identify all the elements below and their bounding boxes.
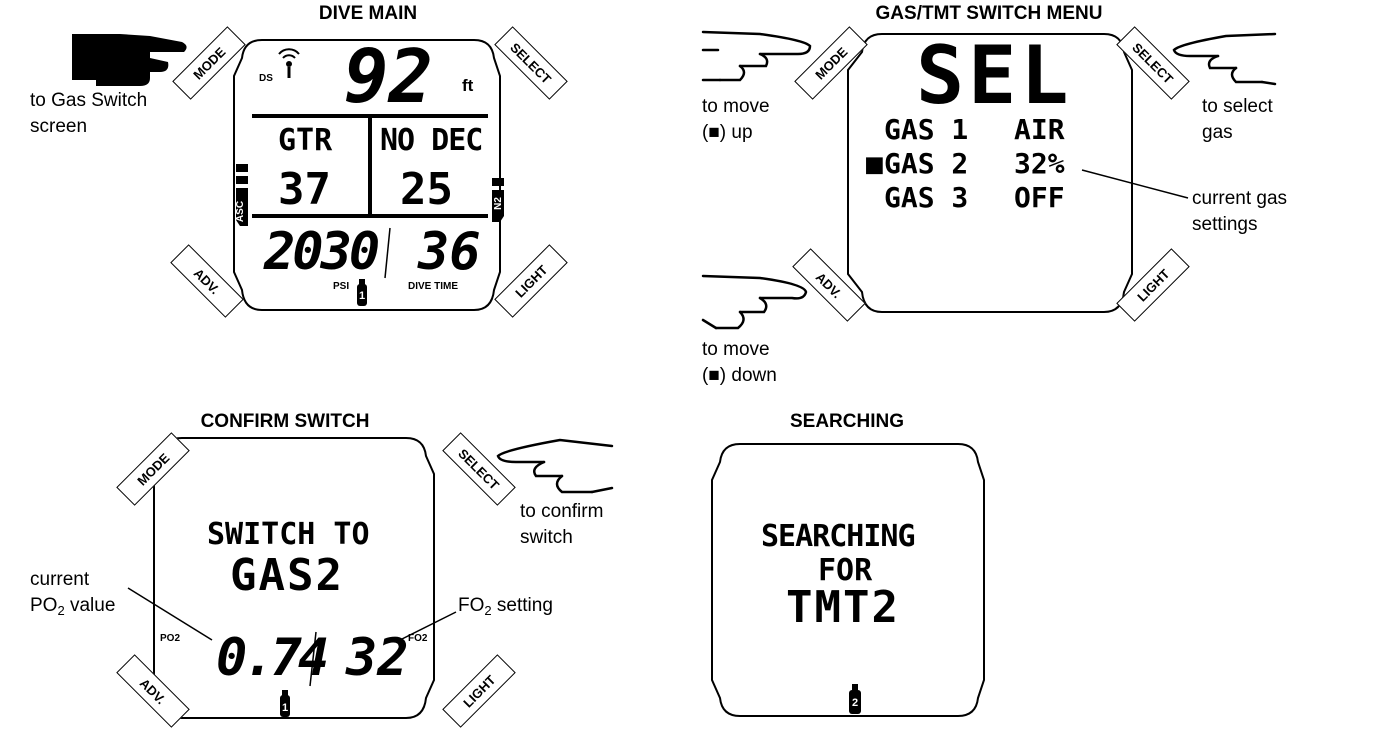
tank-icon-searching	[849, 684, 861, 714]
panel-title-searching: SEARCHING	[789, 411, 905, 432]
panel-title-dive-main: DIVE MAIN	[318, 3, 418, 24]
transmitter-icon	[278, 48, 300, 78]
note-fo2-setting: FO2 setting	[458, 595, 553, 618]
gas-row-marker: ■	[866, 147, 883, 180]
pointer-current-gas	[1081, 169, 1189, 199]
pointer-po2	[127, 587, 213, 641]
watch-dive-main	[233, 39, 504, 311]
note-current-po2: current PO2 value	[30, 569, 116, 618]
panel-title-confirm: CONFIRM SWITCH	[200, 411, 370, 432]
hand-icon-select-confirm	[496, 438, 614, 494]
searching-target: TMT2	[786, 582, 900, 633]
gas-row-value: OFF	[1014, 181, 1065, 214]
asc-label: ASC	[235, 200, 247, 223]
hand-icon-adv-menu	[701, 274, 808, 330]
note-confirm-switch: to confirm switch	[520, 501, 604, 548]
tank-icon-1	[357, 279, 367, 306]
hand-icon-select-menu	[1172, 32, 1277, 86]
gtr-label: GTR	[278, 123, 333, 158]
depth-value: 92	[344, 34, 434, 120]
depth-unit: ft	[462, 76, 474, 95]
fo2-value: 32	[346, 628, 409, 688]
gas-row-name[interactable]: GAS 2	[884, 147, 969, 180]
confirm-line-1: SWITCH TO	[207, 517, 370, 552]
hand-icon-mode-dive	[72, 34, 187, 86]
tank-number-dive: 1	[359, 290, 366, 302]
po2-label: PO2	[160, 633, 181, 644]
nodec-value: 25	[400, 164, 453, 215]
sel-header: SEL	[916, 29, 1073, 122]
tank-pressure-value: 2030	[264, 222, 380, 282]
psi-label: PSI	[333, 281, 350, 292]
hand-icon-mode-menu	[701, 30, 812, 82]
pointer-fo2	[399, 611, 457, 641]
dive-time-value: 36	[418, 222, 481, 282]
asc-bar	[236, 188, 248, 226]
n2-bar	[492, 190, 504, 222]
note-select-gas: to select gas	[1202, 96, 1273, 143]
gas-row-value: 32%	[1014, 147, 1065, 180]
tank-number-confirm: 1	[282, 702, 289, 714]
tank-number-searching: 2	[852, 697, 859, 709]
nodec-label: NO DEC	[380, 123, 483, 158]
dive-time-label: DIVE TIME	[408, 281, 459, 292]
searching-line-1: SEARCHING	[761, 519, 916, 554]
note-move-up: to move (■) up	[702, 96, 770, 143]
ds-label: DS	[259, 73, 273, 84]
note-mode-gas-switch: to Gas Switch screen	[30, 90, 148, 137]
gas-row-value: AIR	[1014, 113, 1065, 146]
note-move-down: to move (■) down	[702, 339, 777, 386]
gas-row-name[interactable]: GAS 1	[884, 113, 969, 146]
panel-title-gas-menu: GAS/TMT SWITCH MENU	[875, 3, 1103, 24]
note-current-gas: current gas settings	[1192, 188, 1288, 235]
searching-line-2: FOR	[818, 553, 873, 588]
gas-row-name[interactable]: GAS 3	[884, 181, 969, 214]
n2-label: N2	[492, 197, 504, 210]
po2-value: 0.74	[216, 628, 329, 688]
watch-confirm	[127, 437, 457, 719]
tank-icon-confirm	[280, 690, 290, 717]
confirm-gas-name: GAS2	[230, 550, 344, 601]
watch-searching	[711, 443, 985, 717]
fo2-label: FO2	[408, 633, 428, 644]
gtr-value: 37	[278, 164, 331, 215]
